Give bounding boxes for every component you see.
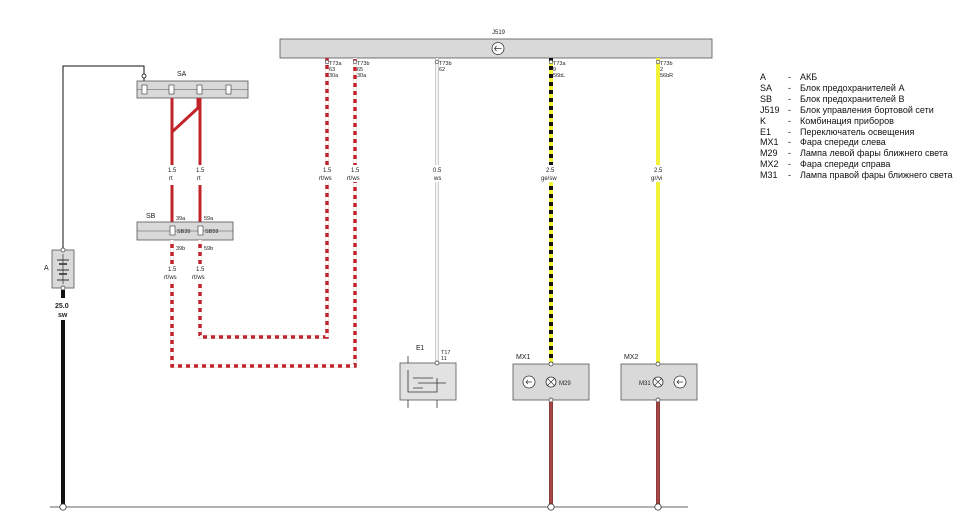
svg-text:25.0: 25.0	[55, 303, 69, 310]
svg-text:1.5: 1.5	[168, 168, 177, 174]
legend-row: SA-Блок предохранителей A	[760, 82, 905, 93]
svg-text:gr/vi: gr/vi	[651, 176, 662, 182]
legend-row: MX2-Фара спереди справа	[760, 159, 891, 170]
svg-text:T73a: T73a	[553, 61, 566, 67]
battery-label: A	[44, 265, 49, 272]
fuse-icon	[141, 84, 148, 95]
j519-unit: J519	[279, 30, 713, 59]
svg-text:1.5: 1.5	[196, 168, 205, 174]
svg-text:1.5: 1.5	[168, 267, 177, 273]
legend-row: M31-Лампа правой фары ближнего света	[760, 170, 953, 181]
sa-label: SA	[177, 71, 187, 78]
svg-text:39b: 39b	[176, 246, 185, 252]
legend-row: E1-Переключатель освещения	[760, 126, 915, 137]
svg-text:M31: M31	[639, 381, 651, 387]
svg-text:65: 65	[357, 67, 363, 73]
svg-text:T73b: T73b	[660, 61, 673, 67]
legend: A-АКБ SA-Блок предохранителей A SB-Блок …	[760, 72, 953, 181]
svg-text:2: 2	[660, 67, 663, 73]
mx1-label: MX1	[516, 354, 531, 361]
svg-text:39a: 39a	[176, 216, 186, 222]
svg-text:56bR: 56bR	[660, 73, 673, 79]
svg-text:1.5: 1.5	[351, 168, 360, 174]
fuse-icon	[196, 84, 203, 95]
svg-text:0.5: 0.5	[433, 168, 442, 174]
j519-label: J519	[492, 30, 506, 36]
sb-fuse-block: SB 39a 59a SB39 SB59 39b 59b	[136, 213, 234, 252]
sa-fuse-block: SA	[136, 71, 249, 99]
svg-text:59a: 59a	[204, 216, 214, 222]
legend-row: MX1-Фара спереди слева	[760, 137, 886, 148]
svg-text:11: 11	[441, 356, 447, 362]
svg-text:rt: rt	[169, 176, 173, 182]
wire-sb-right-loop	[198, 58, 329, 339]
mx2-label: MX2	[624, 354, 639, 361]
svg-text:rt/ws: rt/ws	[319, 176, 332, 182]
battery-feed-wire	[62, 65, 145, 250]
legend-row: A-АКБ	[760, 72, 818, 82]
svg-text:63: 63	[329, 67, 335, 73]
svg-text:1.5: 1.5	[323, 168, 332, 174]
ground-point	[654, 503, 662, 511]
svg-text:62: 62	[439, 67, 445, 73]
svg-text:2.5: 2.5	[546, 168, 555, 174]
svg-text:T73b: T73b	[357, 61, 370, 67]
sb-label: SB	[146, 213, 156, 220]
svg-text:T73b: T73b	[439, 61, 452, 67]
svg-text:SB59: SB59	[205, 229, 218, 235]
svg-text:ge/sw: ge/sw	[541, 176, 557, 182]
svg-text:rt: rt	[197, 176, 201, 182]
fuse-icon	[225, 84, 232, 95]
svg-text:30a: 30a	[329, 73, 339, 79]
svg-text:rt/ws: rt/ws	[347, 176, 360, 182]
svg-text:sw: sw	[58, 312, 68, 319]
e1-label: E1	[416, 345, 425, 352]
legend-row: K-Комбинация приборов	[760, 115, 894, 126]
legend-row: SB-Блок предохранителей B	[760, 93, 905, 104]
legend-row: M29-Лампа левой фары ближнего света	[760, 148, 948, 159]
e1-light-switch: E1 T17 11	[399, 345, 457, 408]
svg-text:rt/ws: rt/ws	[192, 275, 205, 281]
wire-sa-left	[170, 98, 200, 136]
svg-text:SB39: SB39	[177, 229, 190, 235]
ground-point	[547, 503, 555, 511]
fuse-icon	[197, 225, 204, 236]
legend-row: J519-Блок управления бортовой сети	[760, 104, 934, 115]
svg-text:T17: T17	[441, 350, 450, 356]
mx1-headlight: MX1 M29	[512, 354, 590, 403]
svg-text:M29: M29	[559, 381, 571, 387]
svg-text:1.5: 1.5	[196, 267, 205, 273]
mx2-headlight: MX2 M31	[620, 354, 698, 403]
svg-text:9: 9	[553, 67, 556, 73]
svg-text:rt/ws: rt/ws	[164, 275, 177, 281]
svg-text:30a: 30a	[357, 73, 367, 79]
fuse-icon	[168, 84, 175, 95]
svg-text:2.5: 2.5	[654, 168, 663, 174]
battery: A	[44, 247, 75, 291]
fuse-icon	[169, 225, 176, 236]
svg-text:56bL: 56bL	[553, 73, 565, 79]
ground-point	[59, 503, 67, 511]
svg-text:T73a: T73a	[329, 61, 342, 67]
svg-text:ws: ws	[433, 176, 441, 182]
svg-text:59b: 59b	[204, 246, 213, 252]
